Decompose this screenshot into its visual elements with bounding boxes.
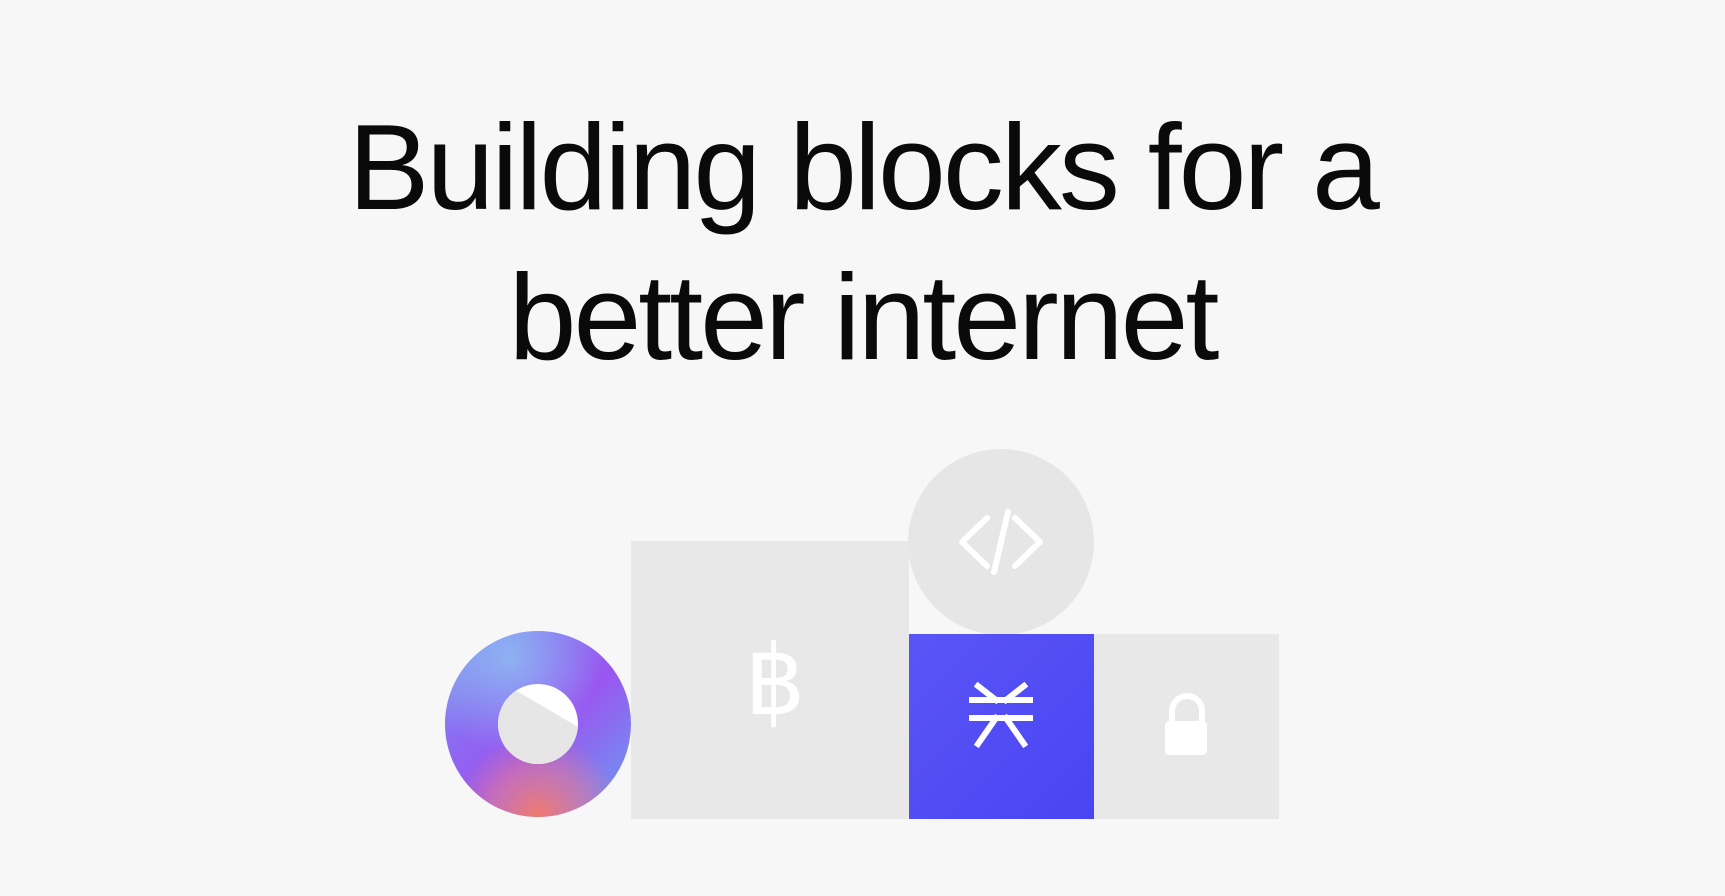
code-icon (959, 509, 1043, 575)
stacks-logo-icon (969, 681, 1033, 749)
page-title: Building blocks for a better internet (0, 92, 1725, 392)
code-circle (908, 449, 1094, 635)
headline-line-2: better internet (508, 249, 1220, 385)
lock-block (1094, 634, 1279, 819)
bitcoin-block: ฿ (631, 541, 909, 819)
headline-line-1: Building blocks for a (348, 99, 1380, 235)
gradient-ring (445, 631, 631, 817)
bitcoin-icon: ฿ (744, 625, 805, 737)
ring-icon (498, 684, 578, 764)
stacks-block (909, 634, 1094, 819)
lock-icon (1165, 693, 1207, 755)
